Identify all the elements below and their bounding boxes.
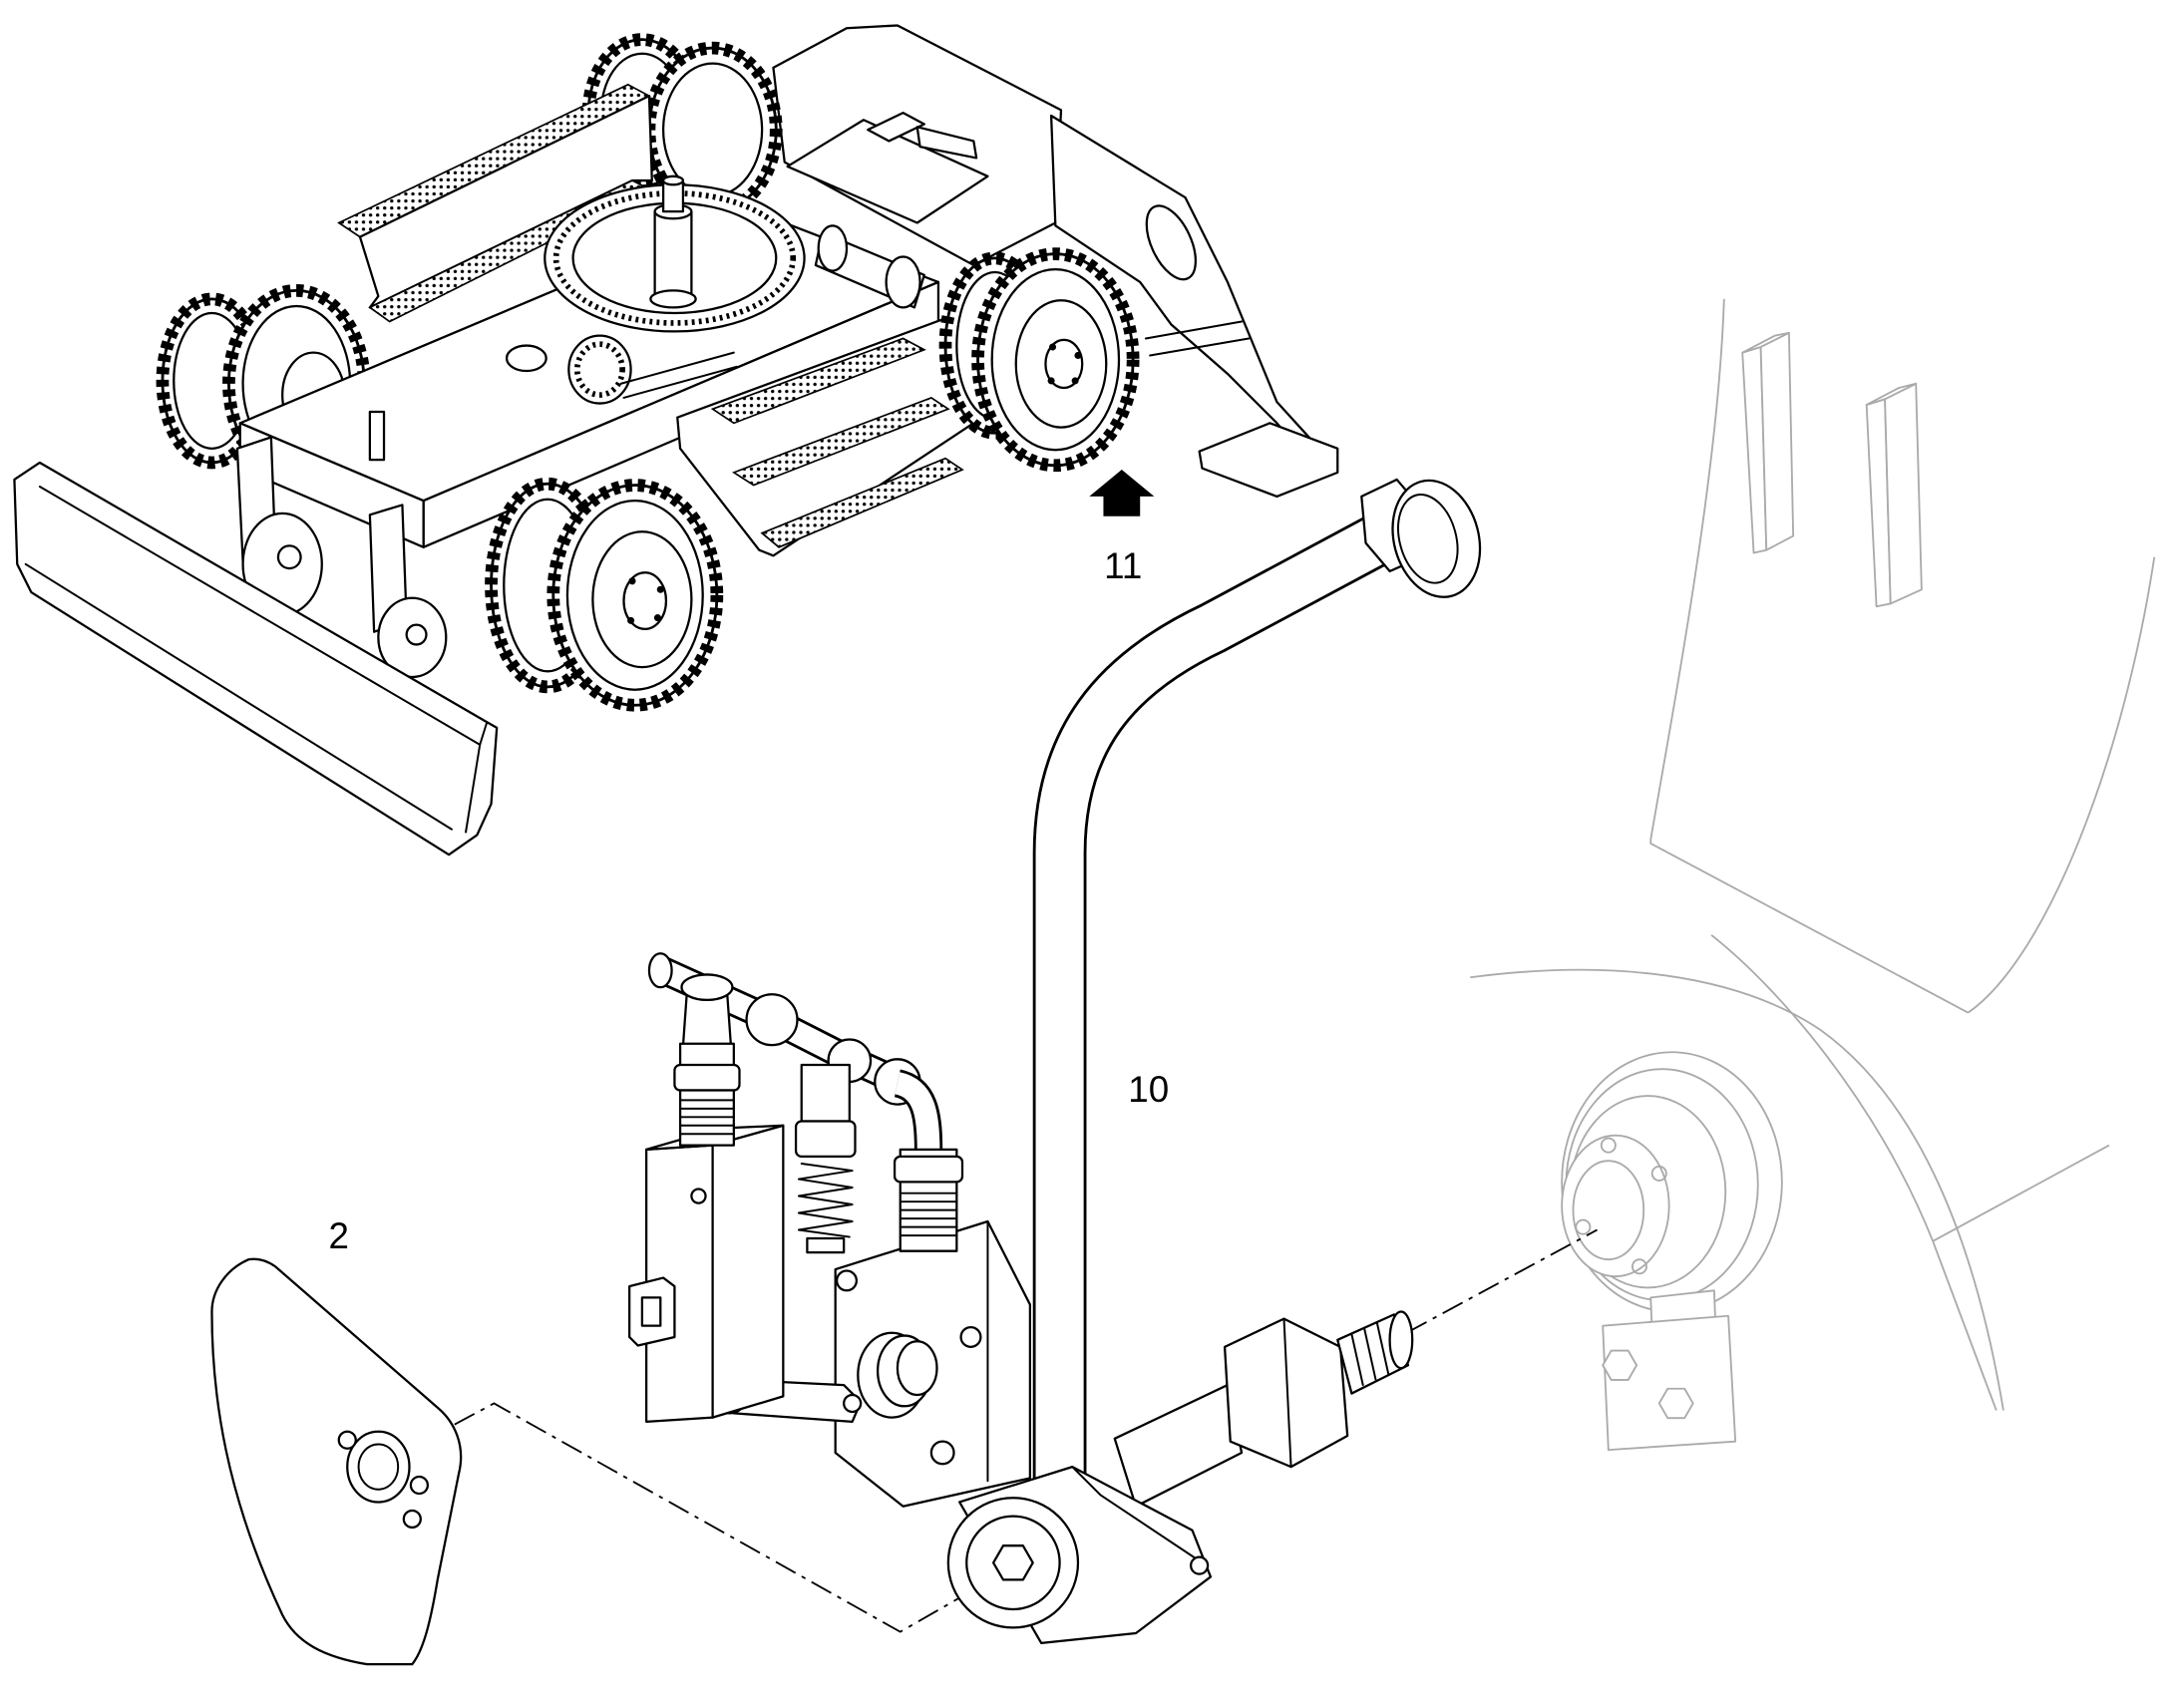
fitting-end [1388,1310,1414,1370]
plate-bolt-hole [402,1509,422,1530]
tube-end-cap [647,952,673,989]
excavator-undercarriage [13,24,1339,856]
background-boom-structure [1470,298,2156,1411]
flange-bracket [1602,1314,1737,1452]
manifold-nut [745,993,799,1047]
plate-bolt-hole [337,1430,357,1450]
wheel-hub [1044,338,1084,390]
assembly-line-plate-to-housing [454,1402,967,1633]
flange-bolt-hole [1600,1137,1617,1154]
mount-pin [405,623,428,646]
structure-edge [1932,1144,2110,1242]
structure-bar [1741,331,1795,554]
wheel-hub [622,571,668,631]
rear-cover-panel [786,119,989,224]
outrigger-foot [1198,422,1339,499]
pressure-fitting [673,973,741,1147]
valve-body-hole [929,1440,955,1466]
solenoid-side [711,1124,785,1419]
assembly-line-fitting-to-flange [1406,1228,1598,1334]
callout-10: 10 [1128,1069,1169,1110]
plate-bolt-hole [409,1475,430,1496]
wheel [546,479,724,712]
outrigger-cylinder [1144,320,1251,357]
plate-center-hole-inner [357,1443,400,1491]
lever-pivot [843,1393,863,1414]
mirror [505,344,547,373]
rotary-joint-column [649,174,697,309]
frame-bracket [368,410,386,462]
dozer-blade [13,461,499,856]
housing-edge [1071,1466,1208,1567]
housing-plug-hex [991,1544,1034,1581]
stair-step [760,457,964,548]
callout-2: 2 [329,1215,349,1256]
thread-line [1350,1321,1390,1387]
mounting-flange [1561,1051,1783,1452]
rear-bracket [867,112,925,143]
elbow-fitting [893,1069,964,1252]
flange-hub-bore [1572,1160,1645,1261]
fitting-hex-nut [1223,1317,1349,1469]
flange-bolt-hole [1650,1165,1667,1182]
pipe-end-disc-face [1397,494,1459,584]
structure-edge [1968,556,2156,1014]
stair-step [731,396,950,487]
flange-bolt-hole [1631,1258,1647,1275]
fitting-neck [1113,1383,1244,1508]
structure-edge [1649,839,1969,1014]
solenoid-screw [690,1188,707,1204]
pipe-end-disc [1391,479,1482,598]
rear-bracket [915,126,978,160]
valve-body-hole [835,1269,859,1292]
spring-cylinder [857,1331,938,1419]
callout-11: 11 [1104,545,1142,586]
stair-step [710,337,926,425]
mounting-plate [210,1257,463,1666]
shaft-joint [885,255,921,309]
drive-shaft [619,351,738,399]
structure-edge [1649,298,1725,840]
spring-fitting [794,1063,857,1254]
wheel [971,247,1140,473]
gearbox-teeth [573,341,625,398]
structure-edge [1470,968,2004,1411]
outrigger-slot [1145,204,1198,281]
up-arrow-icon [1089,470,1155,516]
shaft-joint [817,224,849,272]
connector-socket [640,1296,662,1327]
flange-bolt-hole [1575,1218,1592,1235]
housing-bolt [1190,1555,1210,1575]
bracket-bolt-head [1602,1349,1638,1381]
nut-edge [1282,1317,1292,1469]
bent-pipe [1032,478,1482,1496]
bracket-bolt-head [1657,1387,1694,1420]
valve-body-hole [959,1325,982,1349]
structure-edge [1710,934,1998,1411]
structure-bar [1865,382,1923,608]
flange-hub [1561,1134,1670,1278]
plate-center-hole [346,1430,411,1504]
mount-pin [276,544,302,570]
valve-assembly [628,952,1414,1645]
